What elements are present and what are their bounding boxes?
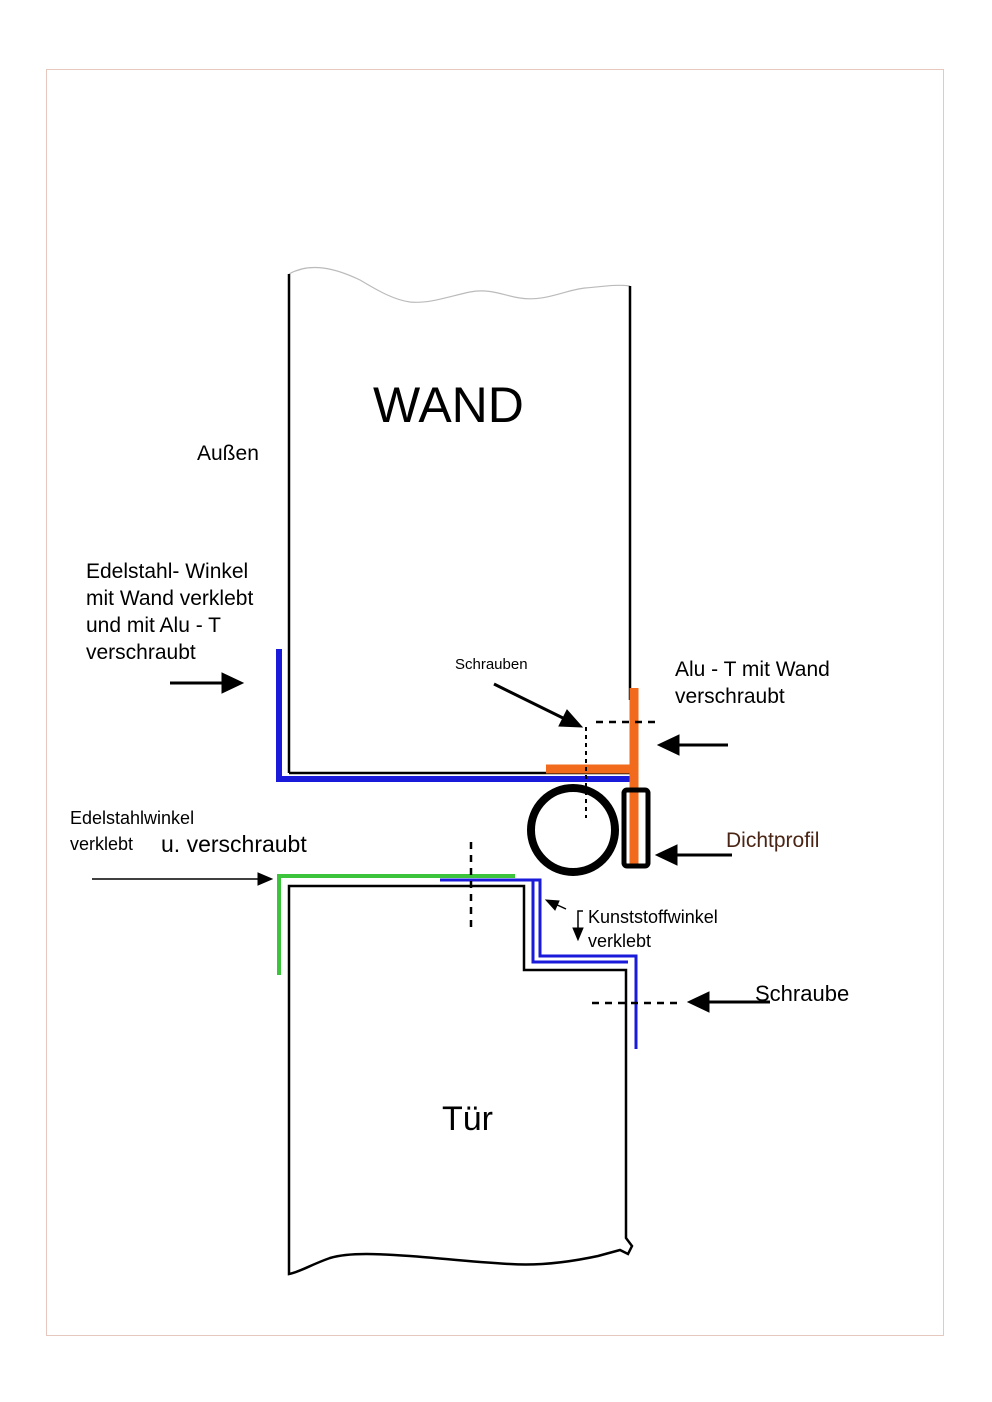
seal-profile bbox=[527, 784, 651, 876]
outside-label: Außen bbox=[197, 442, 259, 465]
flat-seal bbox=[621, 787, 651, 869]
steel-angle-door-label-line1: Edelstahlwinkel bbox=[70, 808, 195, 828]
steel-angle-door-label-line2a: verklebt bbox=[70, 834, 134, 854]
door-label: Tür bbox=[442, 1100, 493, 1138]
arrow-dichtprofil bbox=[654, 844, 732, 866]
wall-steel-angle bbox=[276, 649, 630, 782]
screws-label: Schrauben bbox=[455, 656, 528, 673]
page-frame bbox=[46, 69, 944, 1336]
arrow-kunststoffwinkel bbox=[544, 899, 584, 942]
alu-t-profile bbox=[546, 688, 639, 865]
wall-label: WAND bbox=[373, 377, 524, 433]
door-steel-angle-green bbox=[277, 874, 515, 975]
screw-label: Schraube bbox=[755, 981, 850, 1006]
wall-torn-edge bbox=[288, 266, 631, 303]
plastic-angle-label: Kunststoffwinkel verklebt bbox=[588, 907, 718, 951]
seal-profile-label: Dichtprofil bbox=[726, 829, 820, 852]
wall-shape bbox=[287, 266, 632, 775]
arrow-alu-t bbox=[656, 734, 728, 756]
plastic-angle bbox=[440, 878, 638, 1049]
alu-t-label: Alu - T mit Wand verschraubt bbox=[675, 658, 830, 708]
arrows bbox=[92, 672, 770, 1013]
arrow-schrauben bbox=[493, 682, 584, 728]
screw-lines bbox=[469, 720, 677, 1005]
arrow-edelstahl-winkel bbox=[170, 672, 245, 694]
steel-angle-wall-label: Edelstahl- Winkel mit Wand verklebt und … bbox=[86, 560, 254, 664]
round-seal bbox=[527, 784, 619, 876]
door-shape bbox=[287, 884, 634, 1276]
arrow-schraube bbox=[686, 991, 770, 1013]
steel-angle-door-label-line2b: u. verschraubt bbox=[161, 831, 307, 857]
arrow-edelstahlwinkel bbox=[92, 872, 274, 886]
